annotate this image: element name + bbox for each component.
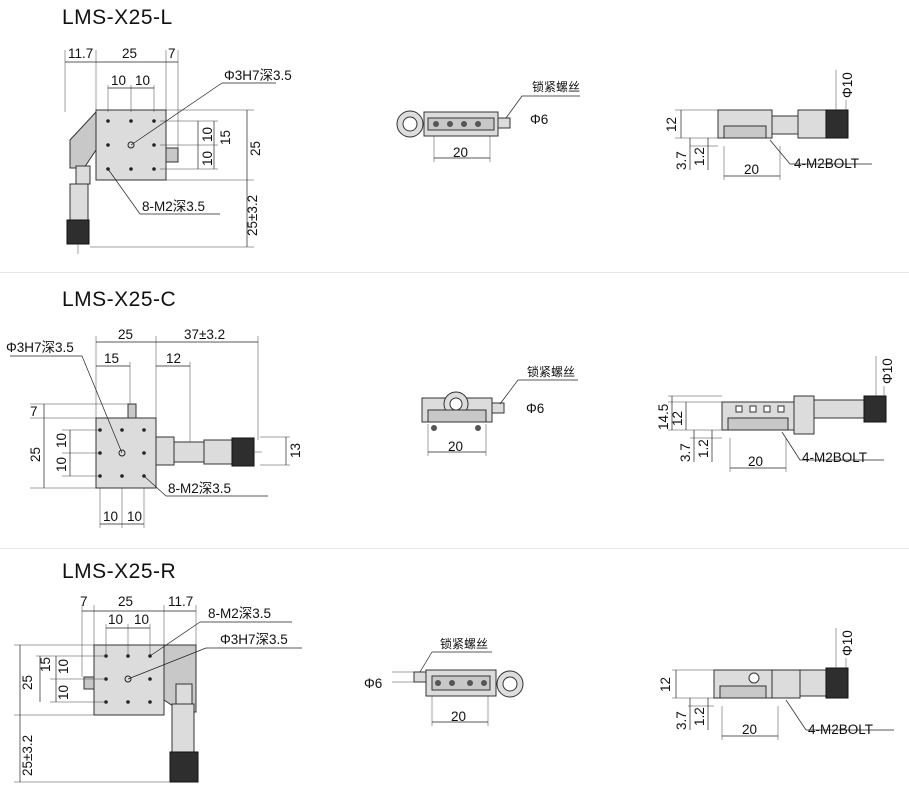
l-front-view [396,95,580,162]
c-front-view [421,379,578,456]
c-side-phi10: Φ10 [880,358,895,384]
c-dim-12: 12 [166,351,181,366]
c-hole-label: Φ3H7深3.5 [6,340,74,355]
r-m2-label: 8-M2深3.5 [208,606,271,621]
c-dim-13-v: 13 [288,443,303,458]
c-side-12: 12 [670,411,685,426]
l-top-view [64,50,276,254]
l-dim-25-v: 25 [248,141,263,156]
c-side-20: 20 [748,454,763,469]
r-side-20: 20 [742,722,757,737]
c-top-view [10,336,290,528]
c-side-bolt: 4-M2BOLT [802,450,867,465]
c-side-3-7: 3.7 [678,443,693,462]
c-side-view [668,356,887,472]
l-lock-label: 锁紧螺丝 [532,79,580,94]
l-dim-25pm-v: 25±3.2 [245,195,260,236]
c-dim-10-h2: 10 [127,509,142,524]
section-title-r: LMS-X25-R [62,560,177,583]
r-side-1-2: 1.2 [692,707,707,726]
r-side-view [672,628,894,740]
l-side-bolt: 4-M2BOLT [794,156,859,171]
c-phi6: Φ6 [526,401,544,416]
l-dim-10a: 10 [111,73,126,88]
r-top-view [14,605,302,783]
r-dim-25: 25 [118,594,133,609]
r-dim-25pm-v: 25±3.2 [20,735,35,776]
l-dim-15-v: 15 [218,130,233,145]
c-front-dim-20: 20 [448,439,463,454]
l-hole-label: Φ3H7深3.5 [224,68,292,83]
section-divider [0,272,909,273]
l-dim-11-7: 11.7 [68,46,93,61]
r-dim-10-v1: 10 [56,659,71,674]
c-m2-label: 8-M2深3.5 [168,481,231,496]
l-side-view [675,70,872,180]
r-lock-label: 锁紧螺丝 [440,636,488,651]
c-dim-10-v1: 10 [54,433,69,448]
r-dim-10b: 10 [134,612,149,627]
r-dim-11-7: 11.7 [168,594,193,609]
l-side-3-7: 3.7 [674,151,689,170]
r-dim-7: 7 [80,594,88,609]
l-dim-10-v1: 10 [200,127,215,142]
c-side-14-5: 14.5 [656,404,671,430]
c-side-1-2: 1.2 [696,439,711,458]
r-dim-10a: 10 [108,612,123,627]
l-front-dim-20: 20 [453,145,468,160]
c-dim-15: 15 [104,351,119,366]
c-dim-25: 25 [118,327,133,342]
r-front-view [392,651,524,726]
r-phi6: Φ6 [364,676,382,691]
section-title-l: LMS-X25-L [62,6,173,29]
r-dim-10-v2: 10 [56,685,71,700]
r-side-12: 12 [658,677,673,692]
r-dim-15-v: 15 [38,657,53,672]
l-dim-7: 7 [168,46,176,61]
l-m2-label: 8-M2深3.5 [142,199,205,214]
l-dim-25: 25 [122,46,137,61]
c-lock-label: 锁紧螺丝 [527,364,575,379]
l-side-20: 20 [744,162,759,177]
l-side-1-2: 1.2 [692,147,707,166]
r-dim-25-v: 25 [20,675,35,690]
l-dim-10b: 10 [135,73,150,88]
c-dim-10-h1: 10 [103,509,118,524]
l-side-phi10: Φ10 [840,72,855,98]
section-divider [0,548,909,549]
l-phi6: Φ6 [530,112,548,127]
l-side-12: 12 [664,117,679,132]
r-side-3-7: 3.7 [674,711,689,730]
c-dim-7: 7 [30,404,38,419]
l-dim-10-v2: 10 [200,151,215,166]
r-hole-label: Φ3H7深3.5 [220,632,288,647]
r-side-phi10: Φ10 [840,630,855,656]
r-front-dim-20: 20 [451,709,466,724]
section-title-c: LMS-X25-C [62,288,177,311]
c-dim-37pm: 37±3.2 [184,327,225,342]
c-dim-25-v: 25 [28,447,43,462]
r-side-bolt: 4-M2BOLT [808,722,873,737]
c-dim-10-v2: 10 [54,457,69,472]
